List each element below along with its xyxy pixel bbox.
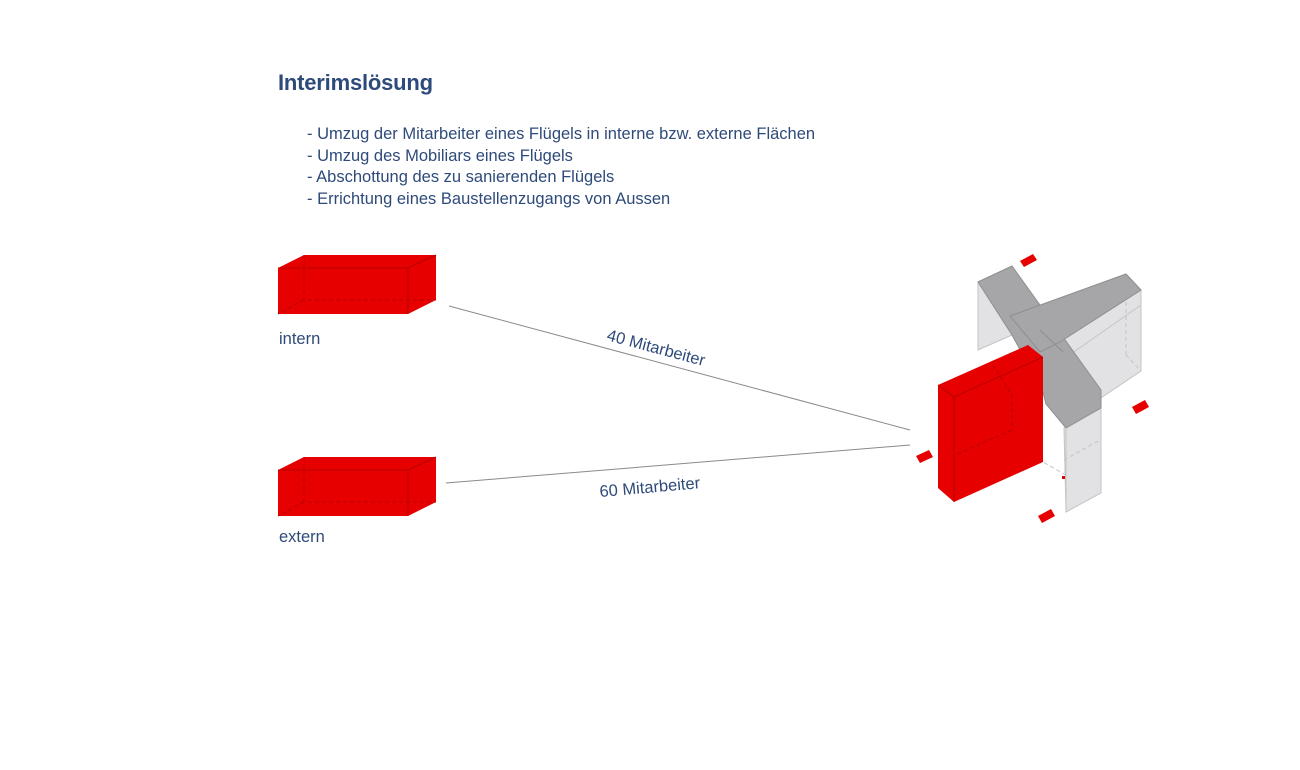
bullet-item: - Errichtung eines Baustellenzugangs von… [307, 189, 671, 208]
bullet-item: - Umzug der Mitarbeiter eines Flügels in… [307, 125, 816, 143]
intern-block [277, 254, 437, 315]
bullet-item: - Abschottung des zu sanierenden Flügels [307, 168, 615, 186]
extern-flow-label: 60 Mitarbeiter [599, 474, 702, 501]
intern-label: intern [279, 330, 321, 348]
page-title: Interimslösung [278, 70, 433, 95]
access-markers [916, 254, 1149, 523]
intern-flow-label: 40 Mitarbeiter [605, 326, 708, 370]
extern-label: extern [279, 528, 325, 546]
building-cross [937, 265, 1142, 513]
extern-block [277, 456, 437, 517]
bullet-item: - Umzug des Mobiliars eines Flügels [307, 146, 573, 165]
extern-flow-line [445, 444, 911, 484]
intern-flow-line [448, 305, 911, 431]
bullet-list: - Umzug der Mitarbeiter eines Flügels in… [307, 124, 815, 210]
